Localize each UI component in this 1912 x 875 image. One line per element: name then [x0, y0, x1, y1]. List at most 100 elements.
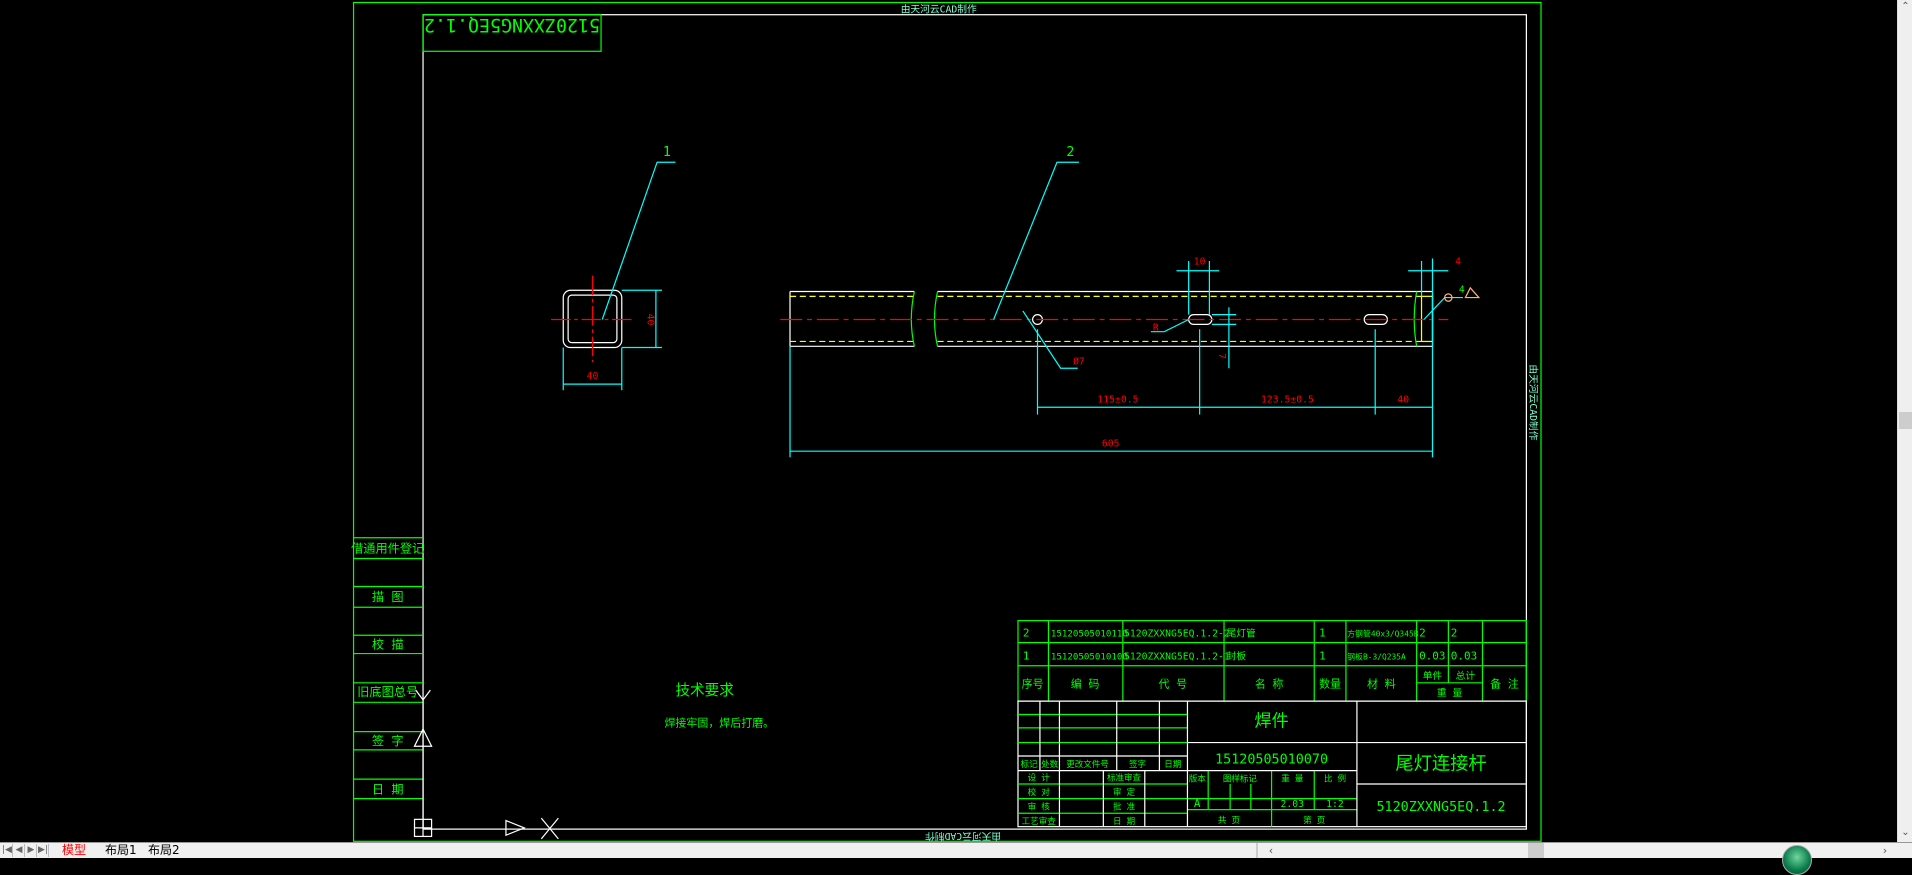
inner-frame: [422, 14, 1527, 830]
dim-total: 605: [1102, 438, 1120, 449]
vertical-scroll-thumb[interactable]: [1899, 412, 1912, 429]
svg-text:0.03: 0.03: [1419, 650, 1445, 663]
rev-header: 日期: [1164, 760, 1181, 770]
tab-layout2[interactable]: 布局2: [148, 843, 180, 857]
globe-icon[interactable]: [1782, 845, 1812, 875]
svg-text:5120ZXXNG5EQ.1.2-2: 5120ZXXNG5EQ.1.2-2: [1124, 628, 1230, 639]
tech-req-title: 技术要求: [675, 682, 734, 699]
rev-header: 处数: [1041, 759, 1059, 770]
svg-text:15120505010110: 15120505010110: [1051, 629, 1128, 639]
svg-text:0.03: 0.03: [1451, 650, 1477, 663]
first-tab-icon[interactable]: |◀: [2, 844, 13, 857]
scroll-right-icon[interactable]: ›: [1882, 844, 1888, 857]
left-label: 日 期: [372, 783, 404, 797]
horizontal-scroll-thumb[interactable]: [1528, 843, 1544, 858]
sign-left: 工艺审查: [1022, 816, 1057, 827]
dim-slot-radius: R: [1153, 322, 1159, 333]
title-drawing-no: 5120ZXXNG5EQ.1.2: [1376, 800, 1505, 815]
svg-text:2: 2: [1023, 626, 1030, 639]
weight: 2.03: [1281, 799, 1305, 810]
svg-text:代 号: 代 号: [1159, 678, 1188, 691]
svg-text:1: 1: [1319, 626, 1326, 639]
sheets-total: 共 页: [1218, 816, 1240, 826]
parts-list: [1017, 620, 1527, 702]
outer-frame: [352, 1, 1542, 842]
info-header: 比 例: [1324, 774, 1346, 785]
svg-text:2: 2: [1419, 626, 1426, 639]
svg-text:尾灯管: 尾灯管: [1226, 626, 1255, 639]
ucs-icon: [413, 689, 559, 840]
svg-text:钢板B-3/Q235A: 钢板B-3/Q235A: [1347, 652, 1406, 662]
sign-left: 审 核: [1028, 802, 1051, 813]
scroll-left-icon[interactable]: ‹: [1268, 844, 1274, 857]
svg-text:单件: 单件: [1423, 670, 1443, 682]
last-tab-icon[interactable]: ▶|: [38, 844, 49, 857]
svg-text:15120505010100: 15120505010100: [1051, 653, 1128, 663]
parts-header: 序号 编 码 代 号 名 称 数量 材 料 单件 总计 重 量 备 注: [1022, 669, 1519, 699]
version: A: [1194, 797, 1201, 810]
sign-right: 日 期: [1113, 817, 1135, 827]
tab-layout1[interactable]: 布局1: [105, 843, 137, 857]
sign-right: 批 准: [1113, 802, 1136, 813]
mirrored-code-box: [422, 14, 602, 52]
svg-text:1: 1: [1023, 650, 1030, 663]
part-type: 焊件: [1255, 712, 1289, 732]
svg-text:数量: 数量: [1319, 678, 1341, 691]
next-tab-icon[interactable]: ▶: [26, 844, 37, 857]
svg-text:5120ZXXNG5EQ.1.2-1: 5120ZXXNG5EQ.1.2-1: [1124, 652, 1230, 663]
prev-tab-icon[interactable]: ◀: [14, 844, 25, 857]
parts-row: 2 15120505010110 5120ZXXNG5EQ.1.2-2 尾灯管 …: [1023, 626, 1458, 639]
tech-req-text: 焊接牢固，焊后打磨。: [664, 716, 774, 730]
left-label: 校 描: [372, 637, 404, 652]
svg-text:重 量: 重 量: [1437, 686, 1463, 699]
left-label: 签 字: [372, 733, 404, 748]
title-block: [1017, 700, 1527, 828]
watermark-bottom: 由天河云CAD制作: [925, 830, 1001, 842]
section-view: 40 40 1: [551, 145, 676, 391]
scroll-up-icon[interactable]: ⌃: [1901, 1, 1910, 12]
svg-text:编 码: 编 码: [1071, 677, 1100, 691]
weld-size: 4: [1459, 285, 1465, 296]
rev-header: 签字: [1129, 759, 1146, 770]
sign-right: 标准审查: [1107, 772, 1142, 783]
part-name: 尾灯连接杆: [1395, 753, 1486, 774]
mirrored-drawing-code: 5120ZXXNG5EQ.1.2: [424, 14, 600, 35]
svg-text:备 注: 备 注: [1490, 677, 1519, 691]
vertical-scrollbar[interactable]: ⌃ ⌄: [1897, 0, 1912, 842]
dim-hole-to-slot: 115±0.5: [1097, 394, 1138, 405]
dim-slot-width: 7: [1216, 353, 1227, 359]
balloon-1: 1: [663, 145, 671, 160]
sign-left: 设 计: [1028, 772, 1051, 783]
svg-text:序号: 序号: [1022, 677, 1044, 691]
sign-left: 校 对: [1028, 787, 1051, 798]
cad-model-space[interactable]: 由天河云CAD制作 由天河云CAD制作 由天河云CAD制作 5120ZXXNG5…: [0, 0, 1897, 843]
dim-slot-to-end: 40: [1397, 394, 1409, 405]
info-header: 版本: [1189, 774, 1207, 785]
layout-tab-bar: |◀ ◀ ▶ ▶| 模型 布局1 布局2 ‹ ›: [0, 842, 1912, 875]
dim-slot-length: 10: [1194, 257, 1206, 268]
horizontal-scrollbar[interactable]: ‹ ›: [1256, 843, 1899, 858]
svg-text:总计: 总计: [1456, 669, 1476, 682]
svg-text:1: 1: [1319, 650, 1326, 663]
dim-end-thickness: 4: [1455, 257, 1461, 268]
svg-text:封板: 封板: [1226, 650, 1246, 663]
sheet-no: 第 页: [1303, 815, 1325, 826]
parts-row: 1 15120505010100 5120ZXXNG5EQ.1.2-1 封板 1…: [1023, 650, 1477, 663]
left-label: 旧底图总号: [357, 684, 418, 699]
left-label: 描 图: [372, 590, 404, 604]
scroll-down-icon[interactable]: ⌄: [1901, 827, 1910, 838]
tube-view: 115±0.5 123.5±0.5 40 605 10 4 Ø7 R 7 4 2: [780, 145, 1481, 458]
info-header: 重 量: [1281, 774, 1304, 785]
tab-model[interactable]: 模型: [62, 843, 87, 857]
svg-text:2: 2: [1451, 626, 1458, 639]
rev-header: 更改文件号: [1066, 759, 1109, 770]
sign-right: 审 定: [1113, 787, 1136, 798]
balloon-2: 2: [1066, 145, 1074, 160]
part-code: 15120505010070: [1215, 752, 1328, 767]
watermark-top: 由天河云CAD制作: [901, 2, 977, 15]
svg-text:材 料: 材 料: [1367, 677, 1396, 691]
rev-header: 标记: [1020, 759, 1038, 770]
scale: 1:2: [1326, 799, 1344, 810]
svg-text:方钢管40x3/Q345B: 方钢管40x3/Q345B: [1347, 628, 1419, 638]
svg-text:名 称: 名 称: [1255, 677, 1284, 691]
